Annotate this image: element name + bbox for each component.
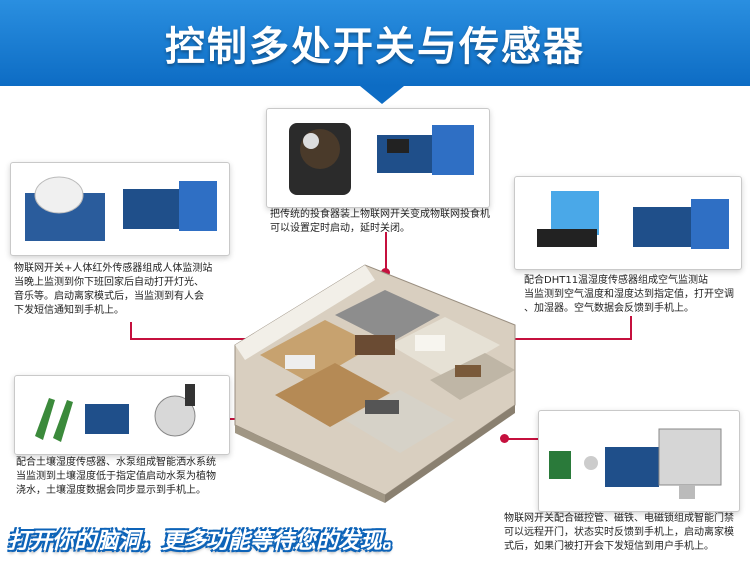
dht11-and-relay-image bbox=[537, 191, 729, 249]
pir-caption: 物联网开关+人体红外传感器组成人体监测站 当晚上监测到你下班回家后自动打开灯光、… bbox=[14, 263, 213, 316]
pir-and-relay-image bbox=[25, 176, 217, 241]
banner-notch bbox=[360, 86, 404, 104]
soil-caption: 配合土壤湿度传感器、水泵组成智能洒水系统 当监测到土壤湿度低于指定值启动水泵为植… bbox=[16, 457, 216, 496]
door-lock-caption: 物联网开关配合磁控管、磁铁、电磁锁组成智能门禁 可以远程开门，状态实时反馈到手机… bbox=[504, 513, 734, 552]
page-title: 控制多处开关与传感器 bbox=[165, 24, 585, 70]
connector-line bbox=[385, 232, 387, 272]
connector-line bbox=[400, 338, 632, 340]
connector-line bbox=[130, 322, 132, 340]
feeder-caption: 把传统的投食器装上物联网开关变成物联网投食机 可以设置定时启动，延时关闭。 bbox=[270, 209, 490, 234]
dht11-module-card bbox=[514, 176, 742, 270]
pir-module-card bbox=[10, 162, 230, 256]
connector-line bbox=[630, 316, 632, 340]
feeder-and-relay-image bbox=[289, 123, 474, 195]
house-floorplan-illustration bbox=[234, 264, 516, 503]
door-lock-module-card bbox=[538, 410, 740, 512]
connector-line bbox=[130, 338, 355, 340]
dht11-caption: 配合DHT11温湿度传感器组成空气监测站 当监测到空气温度和湿度达到指定值，打开… bbox=[524, 275, 734, 314]
bottom-slogan: 打开你的脑洞，更多功能等待您的发现。 bbox=[8, 529, 405, 554]
title-banner bbox=[0, 0, 750, 86]
feeder-module-card bbox=[266, 108, 490, 208]
soil-module-card bbox=[14, 375, 230, 455]
connector-line bbox=[505, 438, 540, 440]
door-lock-image bbox=[549, 428, 722, 499]
connector-dot bbox=[500, 434, 509, 443]
soil-sensor-pump-image bbox=[35, 384, 196, 442]
connector-dot bbox=[381, 268, 390, 277]
